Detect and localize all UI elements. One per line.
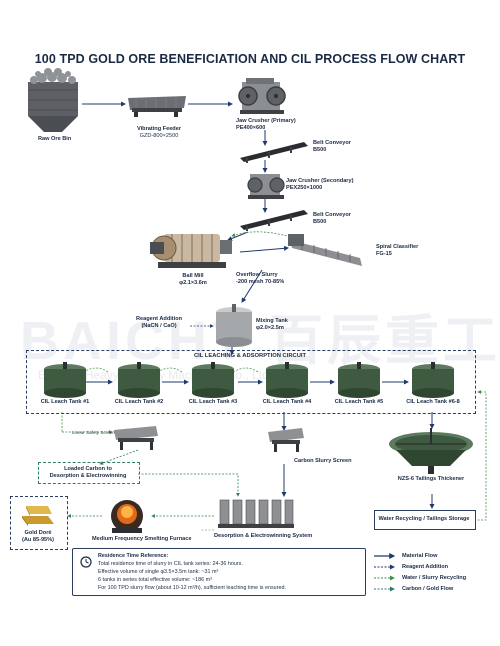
legend-swatches bbox=[374, 553, 396, 592]
belt-conveyor-2-image bbox=[240, 210, 308, 231]
raw-ore-bin-label: Raw Ore Bin bbox=[38, 136, 72, 142]
carbon-slurry-screen-image bbox=[268, 428, 304, 452]
gold-bars-image bbox=[22, 506, 54, 526]
smelting-furnace-image bbox=[111, 500, 143, 533]
jaw-crusher-primary-image bbox=[238, 78, 286, 114]
gold-dore-label: Gold Doré(Au 85-95%) bbox=[21, 530, 55, 543]
notes-line-2: Effective volume of single φ3.5×3.5m tan… bbox=[98, 569, 219, 575]
smelting-furnace-label: Medium Frequency Smelting Furnace bbox=[92, 536, 192, 542]
watermark: BAICHY 百辰重工 bbox=[20, 311, 500, 371]
jaw-crusher-primary-label: Jaw Crusher (Primary)PE400×600 bbox=[236, 118, 296, 131]
legend-carbon-gold-flow: Carbon / Gold Flow bbox=[402, 586, 454, 592]
cil-tank-5-image bbox=[338, 362, 380, 398]
cil-tank-3-label: CIL Leach Tank #3 bbox=[188, 399, 238, 405]
cil-tank-5-label: CIL Leach Tank #5 bbox=[334, 399, 384, 405]
cil-tank-2-image bbox=[118, 362, 160, 398]
desorption-system-image bbox=[218, 499, 294, 528]
cil-tank-3-image bbox=[192, 362, 234, 398]
cil-tank-4-label: CIL Leach Tank #4 bbox=[262, 399, 312, 405]
reagent-addition-label: Reagent Addition(NaCN / CaO) bbox=[135, 316, 183, 329]
linear-safety-screen-label: Linear Safety Screen bbox=[72, 430, 115, 435]
cil-circuit-box bbox=[26, 350, 476, 414]
overflow-slurry-label: Overflow Slurry-200 mesh 70-85% bbox=[236, 272, 285, 285]
carbon-slurry-screen-label: Carbon Slurry Screen bbox=[294, 458, 352, 464]
cil-tank-6-8-image bbox=[412, 362, 454, 398]
cil-tank-6-8-label: CIL Leach Tank #6-8 bbox=[406, 399, 460, 405]
residence-notes-panel bbox=[72, 548, 366, 596]
loaded-carbon-box bbox=[38, 462, 140, 484]
legend-reagent-addition: Reagent Addition bbox=[402, 564, 449, 570]
clock-icon bbox=[80, 556, 92, 568]
jaw-crusher-secondary-image bbox=[247, 174, 285, 199]
gold-dore-box bbox=[10, 496, 68, 550]
cil-tank-1-image bbox=[44, 362, 86, 398]
mixing-tank-image bbox=[216, 304, 252, 347]
notes-line-3: 6 tanks in series total effective volume… bbox=[98, 577, 212, 583]
jaw-crusher-secondary-label: Jaw Crusher (Secondary)PEX250×1000 bbox=[286, 178, 354, 191]
legend-water-recycling: Water / Slurry Recycling bbox=[402, 575, 467, 581]
linear-safety-screen-image bbox=[114, 426, 158, 450]
belt-conveyor-1-image bbox=[240, 142, 308, 163]
tailings-thickener-label: NZS-6 Tailings Thickener bbox=[397, 476, 465, 482]
water-recycling-label: Water Recycling / Tailings Storage bbox=[378, 516, 470, 522]
raw-ore-bin-image bbox=[28, 68, 78, 132]
notes-title: Residence Time Reference: bbox=[98, 553, 169, 559]
cil-circuit-header: CIL LEACHING & ADSORPTION CIRCUIT bbox=[193, 353, 307, 359]
notes-line-4: For 100 TPD slurry flow (about 10-12 m³/… bbox=[98, 585, 286, 591]
legend-material-flow: Material Flow bbox=[402, 553, 438, 559]
desorption-system-label: Desorption & Electrowinning System bbox=[214, 533, 313, 539]
ball-mill-image bbox=[150, 234, 232, 268]
tailings-thickener-image bbox=[389, 428, 473, 474]
vibrating-feeder-image bbox=[128, 96, 186, 117]
spiral-classifier-image bbox=[288, 234, 362, 266]
notes-line-1: Total residence time of slurry in CIL ta… bbox=[98, 561, 243, 567]
cil-tank-2-label: CIL Leach Tank #2 bbox=[114, 399, 164, 405]
cil-tank-4-image bbox=[266, 362, 308, 398]
water-recycling-box bbox=[374, 510, 476, 530]
cil-tank-1-label: CIL Leach Tank #1 bbox=[40, 399, 90, 405]
page-title: 100 TPD GOLD ORE BENEFICIATION AND CIL P… bbox=[34, 52, 466, 66]
